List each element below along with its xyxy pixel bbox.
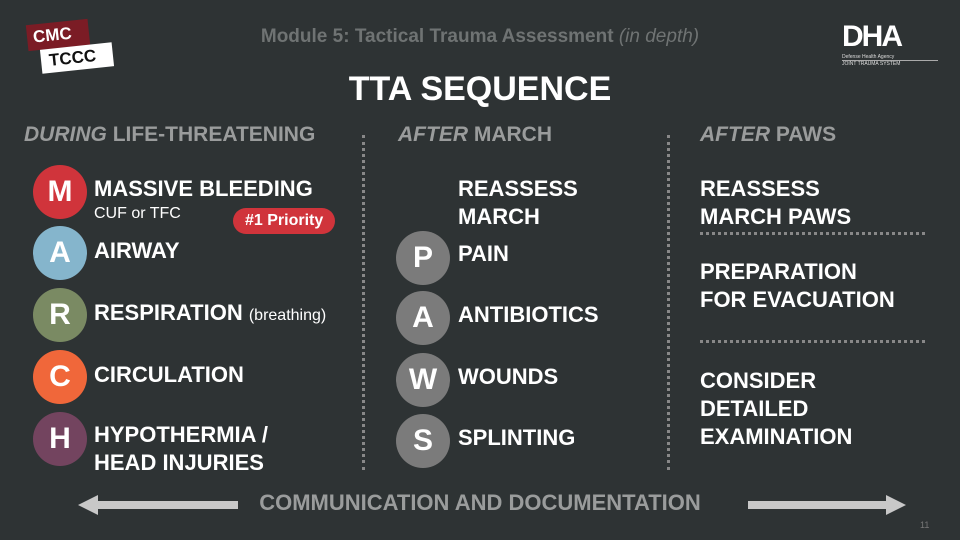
- dha-mark: DHA: [842, 20, 903, 53]
- paws-a-label: ANTIBIOTICS: [458, 302, 599, 327]
- paws-w-label: WOUNDS: [458, 364, 559, 389]
- paws-p-circle: P: [396, 231, 450, 285]
- paws-w-circle: W: [396, 353, 450, 407]
- left-arrow-icon: [78, 495, 238, 515]
- march-a-circle: A: [33, 226, 87, 280]
- column-header-1: DURING LIFE-THREATENING: [24, 123, 316, 146]
- page-title: TTA SEQUENCE: [348, 70, 612, 108]
- dha-line1: Defense Health Agency: [842, 54, 938, 61]
- paws-a-circle: A: [396, 291, 450, 345]
- march-a-label: AIRWAY: [94, 238, 180, 263]
- priority-badge: #1 Priority: [233, 208, 336, 234]
- column-divider: [667, 135, 670, 470]
- march-r-circle: R: [33, 288, 87, 342]
- module-text: Module 5: Tactical Trauma Assessment: [260, 26, 614, 47]
- march-r-label: RESPIRATION (breathing): [94, 300, 327, 325]
- column-divider: [362, 135, 365, 470]
- dha-logo: DHA Defense Health Agency JOINT TRAUMA S…: [842, 20, 938, 67]
- divider: [700, 232, 925, 235]
- divider: [700, 340, 925, 343]
- march-h-label: HYPOTHERMIA /HEAD INJURIES: [94, 422, 268, 475]
- footer-text: COMMUNICATION AND DOCUMENTATION: [259, 490, 701, 515]
- page-number: 11: [920, 520, 930, 530]
- module-italic: (in depth): [618, 26, 700, 47]
- column-header-3: AFTER PAWS: [700, 123, 837, 146]
- dha-line2: JOINT TRAUMA SYSTEM: [842, 61, 901, 67]
- march-m-label: MASSIVE BLEEDING: [94, 176, 313, 201]
- paws-s-circle: S: [396, 414, 450, 468]
- right-arrow-icon: [748, 495, 906, 515]
- paws-p-label: PAIN: [458, 241, 509, 266]
- column-header-2: AFTER MARCH: [398, 123, 552, 146]
- paws-s-label: SPLINTING: [458, 425, 576, 450]
- march-m-sub: CUF or TFC: [94, 205, 181, 222]
- march-c-label: CIRCULATION: [94, 362, 244, 387]
- march-c-circle: C: [33, 350, 87, 404]
- march-h-circle: H: [33, 412, 87, 466]
- march-m-circle: M: [33, 165, 87, 219]
- module-title: Module 5: Tactical Trauma Assessment (in…: [0, 26, 960, 48]
